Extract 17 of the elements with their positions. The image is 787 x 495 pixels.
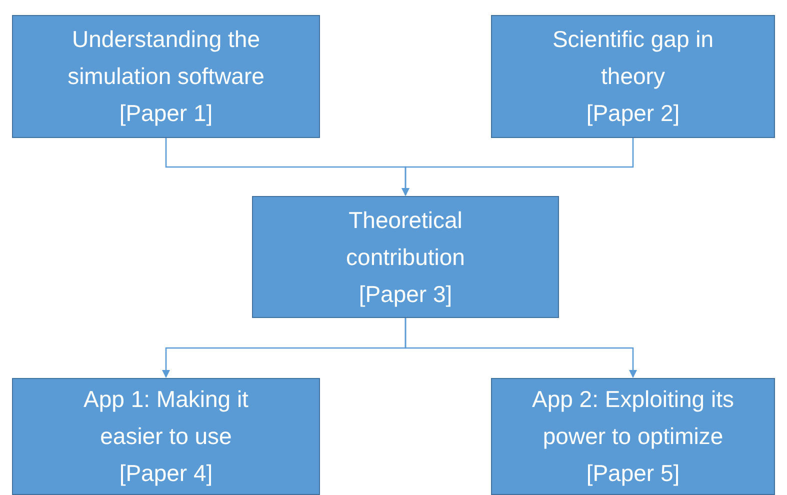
paper-reference: [Paper 4] — [119, 459, 213, 488]
process-box — [12, 15, 320, 138]
connector-arrow — [402, 138, 634, 196]
paper-reference: [Paper 2] — [586, 99, 680, 128]
box-title: Theoretical contribution — [345, 206, 466, 272]
box-title: Understanding the simulation software — [66, 25, 266, 91]
process-box — [252, 196, 559, 318]
paper-reference: [Paper 3] — [358, 280, 452, 309]
box-title: App 2: Exploiting its power to optimize — [530, 385, 735, 451]
connector-arrow — [404, 318, 637, 378]
paper-reference: [Paper 1] — [119, 99, 213, 128]
box-title: App 1: Making it easier to use — [82, 385, 250, 451]
process-box — [491, 378, 775, 495]
process-box — [12, 378, 320, 495]
process-box — [491, 15, 775, 138]
box-title: Scientific gap in theory — [551, 25, 715, 91]
paper-reference: [Paper 5] — [586, 459, 680, 488]
